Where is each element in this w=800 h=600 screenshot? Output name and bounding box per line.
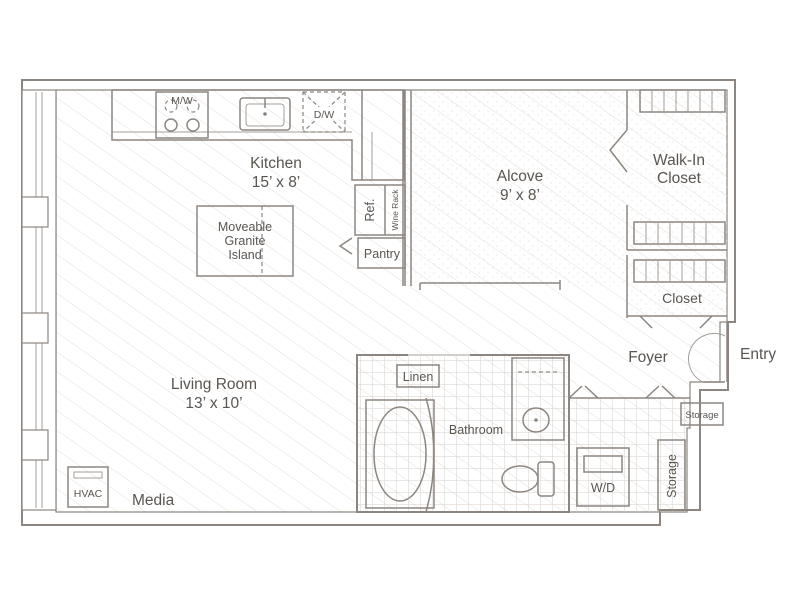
walk-in-closet-line1: Walk-In <box>653 152 705 169</box>
dishwasher-icon <box>302 91 346 133</box>
living-room-name: Living Room <box>171 376 257 393</box>
kitchen-size: 15’ x 8’ <box>252 174 301 191</box>
hvac-unit <box>67 466 109 508</box>
hvac-label: HVAC <box>74 488 103 500</box>
microwave-label: M/W <box>171 95 193 107</box>
storage-side-label: Storage <box>665 454 679 498</box>
refrigerator-label: Ref. <box>363 199 377 222</box>
media-label: Media <box>132 492 175 509</box>
storage-top-label: Storage <box>685 410 718 421</box>
alcove-size: 9’ x 8’ <box>500 187 540 204</box>
entry-label: Entry <box>740 346 776 363</box>
closet-label: Closet <box>662 290 702 306</box>
island-label-line2: Granite <box>225 234 266 248</box>
alcove-area <box>402 90 627 290</box>
wine-rack-label: Wine Rack <box>390 189 400 231</box>
bathroom-label: Bathroom <box>449 423 503 437</box>
walk-in-closet-line2: Closet <box>657 170 702 187</box>
dishwasher-label: D/W <box>314 109 335 121</box>
storage-closet-top <box>680 402 724 426</box>
bathtub-icon <box>365 397 435 513</box>
foyer-label: Foyer <box>628 349 668 366</box>
range-icon <box>155 91 209 139</box>
toilet-icon <box>501 461 555 497</box>
living-room-size: 13’ x 10’ <box>185 395 242 412</box>
washer-dryer-label: W/D <box>591 481 615 495</box>
closet <box>626 255 727 329</box>
linen-label: Linen <box>403 370 434 384</box>
linen-closet <box>396 364 440 388</box>
island-label-line1: Moveable <box>218 220 272 234</box>
kitchen-name: Kitchen <box>250 155 302 172</box>
windows <box>21 89 57 511</box>
entry-door-icon <box>688 322 728 383</box>
storage-closet-side <box>657 439 686 511</box>
sink-icon <box>239 97 291 131</box>
island-label-line3: Island <box>228 248 261 262</box>
walk-in-closet <box>609 89 727 251</box>
granite-island <box>196 205 294 277</box>
pantry-label: Pantry <box>364 247 401 261</box>
bathroom-area <box>356 353 687 513</box>
alcove-name: Alcove <box>497 168 544 185</box>
vanity-icon <box>511 357 565 441</box>
laundry-area <box>568 385 690 507</box>
